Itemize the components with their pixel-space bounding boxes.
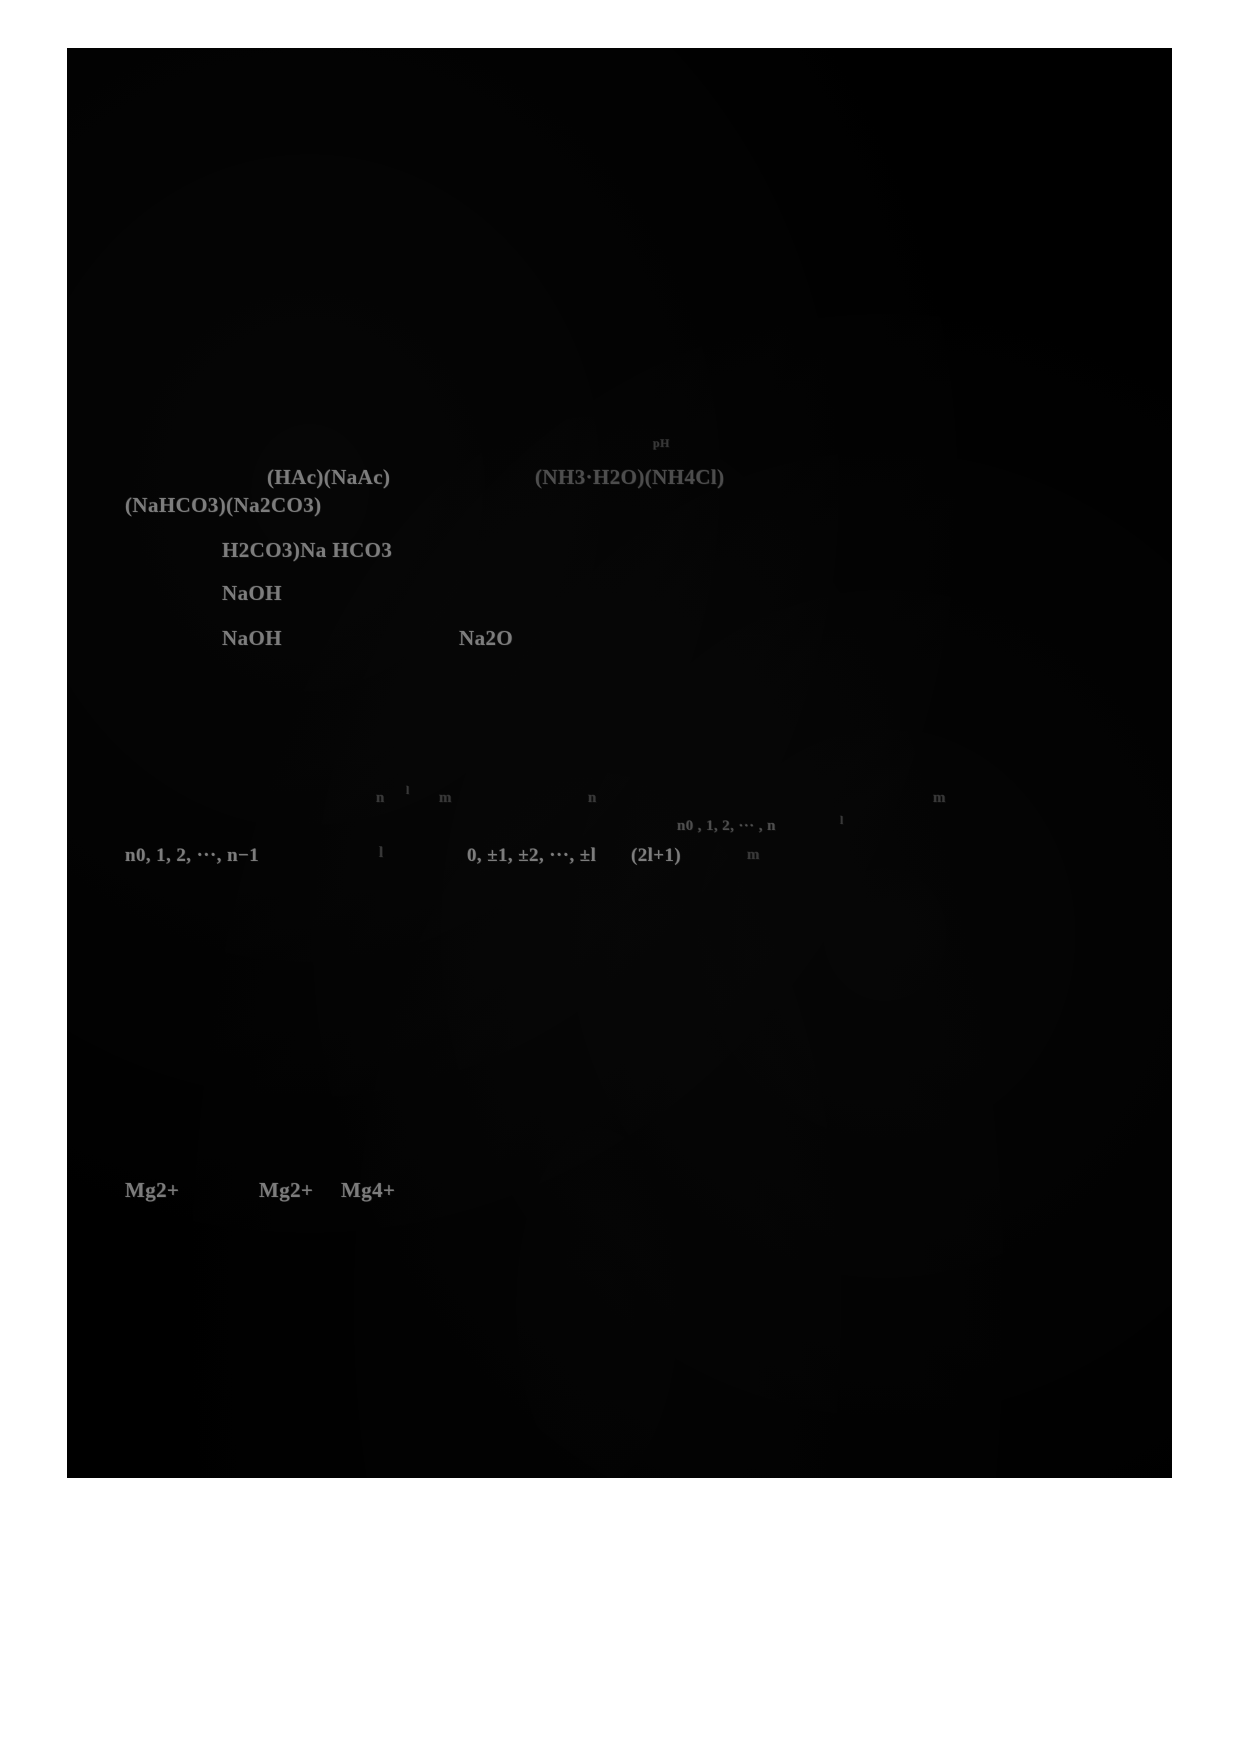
- quantum-count: (2l+1): [631, 845, 682, 866]
- base-hydroxide-1: NaOH: [222, 581, 282, 605]
- quantum-mark-a: n: [376, 790, 385, 806]
- scanned-sheet: pH (HAc)(NaAc) (NH3·H2O)(NH4Cl) (NaHCO3)…: [67, 48, 1172, 1478]
- oxide-sodium: Na2O: [459, 626, 514, 650]
- quantum-mark-g: m: [747, 847, 760, 863]
- acid-pair-carbonic: H2CO3)Na HCO3: [222, 538, 393, 562]
- ph-label: pH: [653, 436, 670, 450]
- buffer-pair-carbonate: (NaHCO3)(Na2CO3): [125, 493, 322, 517]
- base-hydroxide-2: NaOH: [222, 626, 282, 650]
- ion-mg-2plus-a: Mg2+: [125, 1178, 180, 1202]
- orbital-mark: l: [840, 813, 844, 827]
- quantum-mark-c: m: [439, 790, 452, 806]
- quantum-values: 0, ±1, ±2, ···, ±l: [467, 845, 597, 866]
- quantum-mark-b: l: [406, 783, 410, 797]
- ion-mg-4plus: Mg4+: [341, 1178, 396, 1202]
- quantum-mark-e: m: [933, 790, 946, 806]
- buffer-pair-ammonia: (NH3·H2O)(NH4Cl): [535, 465, 725, 489]
- quantum-series: n0, 1, 2, ···, n−1: [125, 845, 260, 866]
- orbital-expression: n0 , 1, 2, ··· , n: [677, 818, 776, 834]
- buffer-pair-acetate: (HAc)(NaAc): [267, 465, 391, 489]
- quantum-mark-d: n: [588, 790, 597, 806]
- ion-mg-2plus-b: Mg2+: [259, 1178, 314, 1202]
- scan-noise-overlay: [67, 48, 1172, 1478]
- quantum-mark-f: l: [379, 845, 384, 861]
